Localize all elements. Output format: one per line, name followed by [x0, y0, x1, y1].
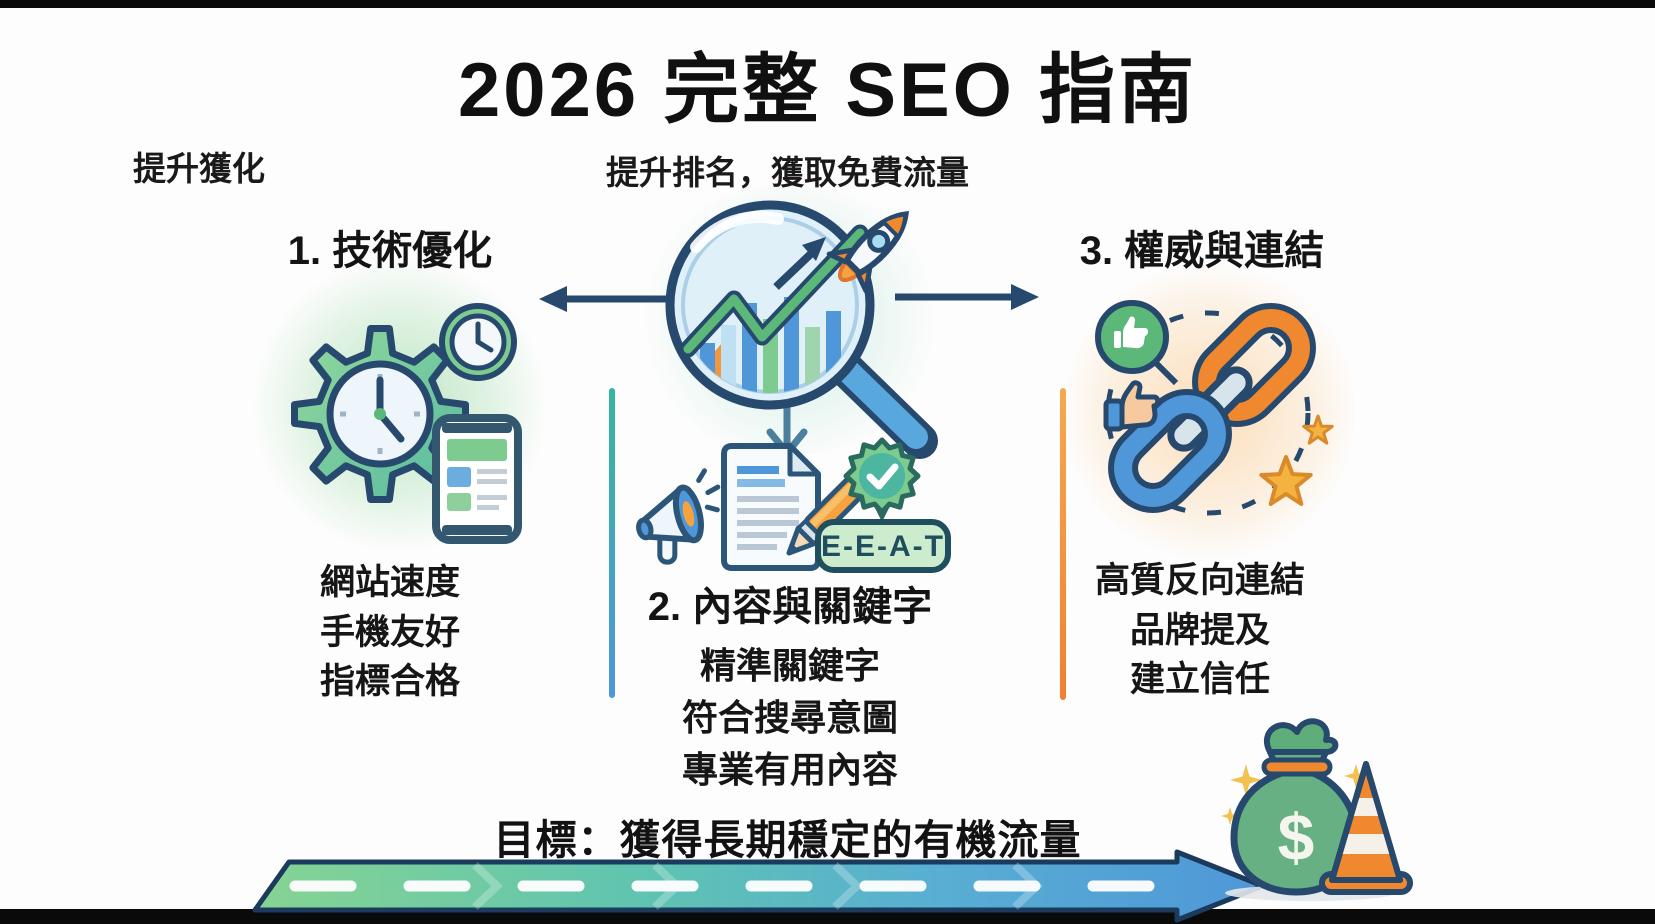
section-content: 2. 內容與關鍵字 精準關鍵字 符合搜尋意圖 專業有用內容: [630, 574, 950, 797]
magnifier-chart-rocket-icon: [665, 200, 938, 459]
gear-clock-phone-icon: [291, 303, 522, 544]
dollar-symbol: $: [1278, 800, 1315, 874]
chain-link-blue: [1108, 389, 1232, 513]
authority-item: 高質反向連結: [1094, 561, 1305, 600]
section-authority-items: 高質反向連結 品牌提及 建立信任: [1040, 550, 1360, 705]
trend-arrow: [773, 246, 819, 290]
rocket-icon: [826, 211, 909, 294]
divider-right: [1060, 388, 1066, 700]
authority-item: 建立信任: [1129, 660, 1270, 700]
authority-item: 品牌提及: [1129, 610, 1270, 650]
megaphone-icon: [636, 468, 721, 565]
top-center-label: 提升排名，獲取免費流量: [606, 154, 969, 191]
section-authority-heading-wrap: 3. 權威與連結: [1042, 218, 1362, 276]
section-technical-heading-wrap: 1. 技術優化: [230, 218, 550, 276]
content-item: 專業有用內容: [681, 749, 898, 791]
technical-item: 網站速度: [319, 563, 460, 602]
phone-icon: [432, 414, 522, 544]
eeat-badge: E-E-A-T: [815, 519, 951, 573]
star-icon: [1259, 455, 1313, 506]
sparkle-icon: [1344, 764, 1368, 788]
section-technical-heading: 1. 技術優化: [287, 229, 493, 273]
section-authority-heading: 3. 權威與連結: [1079, 229, 1325, 273]
star-icon-small: [1302, 414, 1334, 445]
thumbs-up-badge-icon: [1095, 300, 1179, 386]
technical-item: 指標合格: [319, 662, 460, 702]
checkmark-seal-icon: [843, 437, 921, 522]
section-content-heading: 2. 內容與關鍵字: [647, 585, 933, 629]
dashed-circle: [1105, 310, 1311, 516]
clock-badge-icon: [439, 303, 517, 381]
left-arrow: [539, 286, 683, 312]
divider-left: [609, 388, 615, 698]
content-icons-group: E-E-A-T: [636, 437, 951, 573]
trend-line: [683, 228, 865, 354]
letterbox-top: [0, 0, 1655, 8]
technical-item: 手機友好: [319, 612, 460, 652]
letterbox-bottom: [0, 909, 1655, 924]
page-title: 2026 完整 SEO 指南: [458, 48, 1197, 133]
content-item: 精準關鍵字: [699, 645, 880, 686]
chain-links-icon: [1095, 300, 1334, 516]
section-technical-items: 網站速度 手機友好 指標合格: [230, 552, 550, 707]
money-bag-icon: $: [1230, 718, 1360, 896]
goal-arrow: [252, 849, 1266, 923]
right-arrow: [895, 284, 1039, 310]
top-left-label: 提升獲化: [133, 150, 265, 187]
sparkle-icon: [1221, 807, 1239, 825]
content-item: 符合搜尋意圖: [681, 697, 898, 739]
eeat-badge-label: E-E-A-T: [821, 530, 945, 563]
thumbs-up-hand-icon: [1103, 380, 1161, 432]
goal-text: 目標：獲得長期穩定的有機流量: [493, 817, 1082, 863]
goal-reward-icons: $: [1221, 718, 1413, 901]
sparkle-icon: [1230, 764, 1262, 796]
